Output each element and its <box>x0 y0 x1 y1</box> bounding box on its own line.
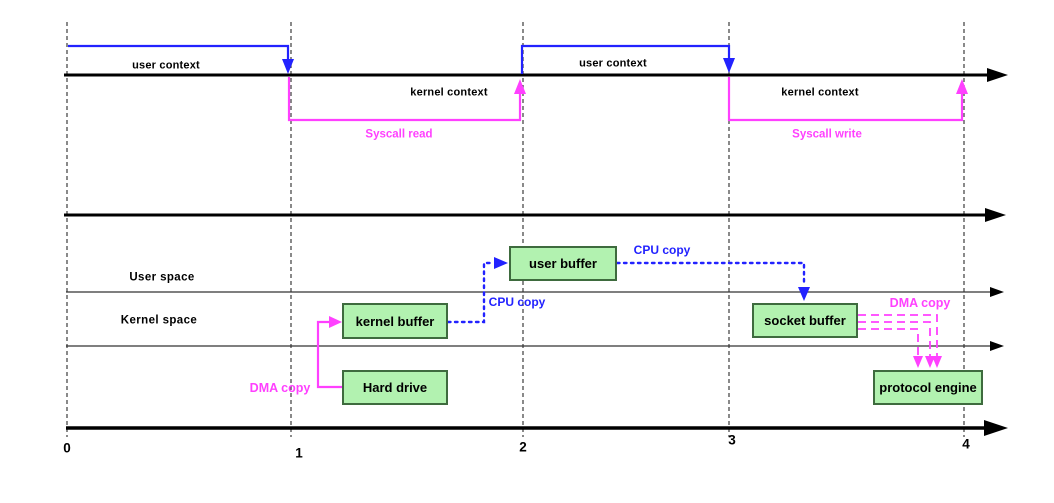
user-buffer-box: user buffer <box>509 246 617 281</box>
context-timeline-axis <box>64 68 1008 82</box>
user-buffer-label: user buffer <box>529 256 597 271</box>
time-axis-tick-1: 1 <box>295 445 303 461</box>
context-timeline-arrowhead <box>987 68 1008 82</box>
time-axis-tick-3: 3 <box>728 432 736 448</box>
time-axis-tick-0: 0 <box>63 440 71 456</box>
dma-copy-write-path-1 <box>858 314 938 357</box>
dma-copy-write-arrowheads <box>913 356 942 368</box>
kernel-to-user-arrowhead-1 <box>514 79 526 94</box>
dma-copy-read-path <box>316 320 342 389</box>
dma-copy-write-path-3 <box>858 328 919 357</box>
dma-copy-read-label: DMA copy <box>249 380 311 395</box>
gridlines <box>66 22 965 437</box>
user-context-path <box>68 44 731 74</box>
time-axis-arrowhead <box>984 420 1008 436</box>
hard-drive-label: Hard drive <box>362 380 428 395</box>
syscall-read-label: Syscall read <box>365 128 433 141</box>
user-to-kernel-arrowhead-1 <box>282 59 294 74</box>
middle-separator-axis <box>64 208 1006 222</box>
cpu-copy-read-label: CPU copy <box>488 295 546 309</box>
protocol-engine-label: protocol engine <box>879 380 977 395</box>
middle-separator-arrowhead <box>985 208 1006 222</box>
user-context-label-1: user context <box>132 59 200 72</box>
dma-copy-write-arrowhead-1 <box>932 356 942 368</box>
socket-buffer-box: socket buffer <box>752 303 858 338</box>
cpu-copy-write-arrowhead <box>798 287 810 301</box>
protocol-engine-box: protocol engine <box>873 370 983 405</box>
user-space-label: User space <box>129 271 195 284</box>
time-axis-tick-2: 2 <box>519 439 527 455</box>
user-context-segment-2 <box>520 44 731 74</box>
kernel-to-user-arrowhead-2 <box>956 79 968 94</box>
syscall-read-segment <box>287 77 522 122</box>
user-kernel-boundary-arrowhead <box>990 287 1004 297</box>
kernel-buffer-box: kernel buffer <box>342 303 448 339</box>
time-axis <box>66 420 1008 436</box>
dma-copy-write-paths <box>858 314 938 357</box>
kernel-context-label-1: kernel context <box>410 86 488 99</box>
space-boundaries <box>66 287 1004 351</box>
kernel-context-label-2: kernel context <box>781 86 859 99</box>
dma-copy-write-arrowhead-2 <box>925 356 935 368</box>
kernel-context-path <box>287 77 964 122</box>
dma-copy-read-arrowhead <box>329 316 342 328</box>
cpu-copy-read-arrowhead <box>494 257 508 269</box>
kernel-space-label: Kernel space <box>120 314 198 327</box>
socket-buffer-label: socket buffer <box>764 313 846 328</box>
time-axis-tick-4: 4 <box>962 436 970 452</box>
cpu-copy-read-path <box>446 261 495 324</box>
dma-copy-write-arrowhead-3 <box>913 356 923 368</box>
cpu-copy-write-path <box>615 261 806 288</box>
kernel-buffer-label: kernel buffer <box>355 313 435 329</box>
kernel-space-bottom-arrowhead <box>990 341 1004 351</box>
dma-copy-write-path-2 <box>858 321 931 357</box>
user-context-label-2: user context <box>579 57 647 70</box>
user-to-kernel-arrowhead-2 <box>723 58 735 73</box>
hard-drive-box: Hard drive <box>342 370 448 405</box>
syscall-write-label: Syscall write <box>792 128 862 141</box>
cpu-copy-write-label: CPU copy <box>633 243 691 257</box>
user-context-segment-1 <box>68 44 290 60</box>
dma-copy-write-label: DMA copy <box>889 295 951 310</box>
syscall-write-segment <box>727 77 964 122</box>
